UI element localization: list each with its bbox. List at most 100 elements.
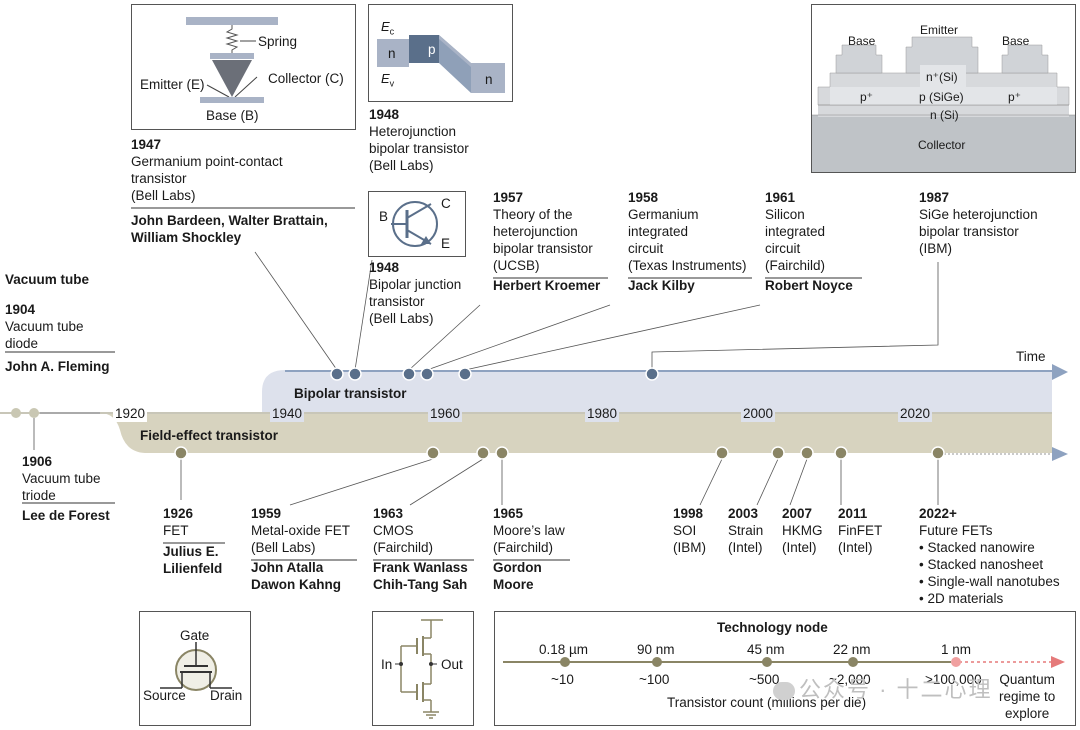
event-1961: 1961 Silicon integrated circuit (Fairchi… xyxy=(765,189,853,294)
event-line: Bipolar junction xyxy=(369,277,462,292)
marker-1926 xyxy=(174,446,188,460)
event-2011: 2011 FinFET (Intel) xyxy=(838,505,882,556)
event-line: (Fairchild) xyxy=(373,540,434,555)
event-line: Germanium point-contact xyxy=(131,154,283,169)
fet-symbol xyxy=(160,642,232,691)
event-line: HKMG xyxy=(782,523,823,538)
marker-2022 xyxy=(931,446,945,460)
event-line: circuit xyxy=(628,241,664,256)
sige-hbt-diagram: Base Emitter Base n⁺(Si) p⁺ p (SiGe) p⁺ … xyxy=(811,4,1076,173)
event-2022: 2022+ Future FETs • Stacked nanowire • S… xyxy=(919,505,1060,607)
technology-node-panel: Technology node 0.18 µm 90 nm 45 nm 22 n… xyxy=(494,611,1076,726)
n-left-label: n xyxy=(388,46,396,61)
event-line: Silicon xyxy=(765,207,805,222)
node-label: 0.18 µm xyxy=(539,642,589,657)
event-person: John Atalla xyxy=(251,560,324,575)
bipolar-arrowhead xyxy=(1052,364,1068,380)
event-line: (IBM) xyxy=(919,241,952,256)
event-line: bipolar transistor xyxy=(493,241,593,256)
event-1963: 1963 CMOS (Fairchild) Frank Wanlass Chih… xyxy=(373,505,468,593)
event-line: (Bell Labs) xyxy=(369,311,434,326)
event-person: Moore xyxy=(493,577,534,592)
bullet-item: • Stacked nanosheet xyxy=(919,557,1044,572)
event-line: bipolar transistor xyxy=(369,141,469,156)
marker-1959 xyxy=(426,446,440,460)
event-line: Future FETs xyxy=(919,523,993,538)
time-label: Time xyxy=(1016,349,1046,364)
event-line: transistor xyxy=(369,294,425,309)
event-person: Robert Noyce xyxy=(765,278,853,293)
event-year: 2007 xyxy=(782,506,813,521)
event-year: 1906 xyxy=(22,454,53,469)
event-line: (IBM) xyxy=(673,540,706,555)
bullet-item: • Stacked nanowire xyxy=(919,540,1035,555)
node-45nm xyxy=(762,657,772,667)
marker-2011 xyxy=(834,446,848,460)
fet-source-label: Source xyxy=(143,688,186,703)
event-line: Vacuum tube xyxy=(22,471,101,486)
year-tick-2020: 2020 xyxy=(898,405,933,422)
cmos-diagram: In Out xyxy=(372,611,474,726)
marker-1947 xyxy=(330,367,344,381)
event-year: 1957 xyxy=(493,190,524,205)
bipolar-band-label: Bipolar transistor xyxy=(294,386,407,401)
point-contact-illustration xyxy=(186,17,278,103)
point-contact-diagram: Spring Emitter (E) Collector (C) Base (B… xyxy=(131,4,356,130)
marker-2007 xyxy=(800,446,814,460)
event-person: Lee de Forest xyxy=(22,508,110,523)
event-line: FinFET xyxy=(838,523,883,538)
event-line: SOI xyxy=(673,523,697,538)
event-1987: 1987 SiGe heterojunction bipolar transis… xyxy=(919,189,1038,257)
event-line: CMOS xyxy=(373,523,414,538)
event-year: 1904 xyxy=(5,302,36,317)
event-line: transistor xyxy=(131,171,187,186)
marker-1958 xyxy=(458,367,472,381)
event-line: circuit xyxy=(765,241,801,256)
count-label: ~10 xyxy=(551,672,574,687)
band-illustration xyxy=(377,35,505,93)
event-line: (Bell Labs) xyxy=(369,158,434,173)
event-line: (Intel) xyxy=(782,540,817,555)
event-line: (Texas Instruments) xyxy=(628,258,747,273)
event-line: heterojunction xyxy=(493,224,578,239)
sige-psige: p (SiGe) xyxy=(919,90,964,104)
event-person: John Bardeen, Walter Brattain, xyxy=(131,213,328,228)
event-line: bipolar transistor xyxy=(919,224,1019,239)
bjt-symbol xyxy=(391,201,438,247)
collector-label: Collector (C) xyxy=(268,71,344,86)
bjt-b-label: B xyxy=(379,209,389,224)
node-label: 1 nm xyxy=(941,642,972,657)
sige-collector: Collector xyxy=(918,138,966,152)
event-line: Germanium xyxy=(628,207,699,222)
event-1948a: 1948 Heterojunction bipolar transistor (… xyxy=(369,106,469,174)
event-line: Moore’s law xyxy=(493,523,565,538)
node-label: 90 nm xyxy=(637,642,675,657)
year-tick-2000: 2000 xyxy=(741,405,776,422)
event-1957: 1957 Theory of the heterojunction bipola… xyxy=(493,189,600,294)
node-label: 45 nm xyxy=(747,642,785,657)
marker-1963 xyxy=(476,446,490,460)
tech-node-scale xyxy=(503,656,1065,668)
event-year: 1965 xyxy=(493,506,524,521)
event-person: Chih-Tang Sah xyxy=(373,577,468,592)
event-1998: 1998 SOI (IBM) xyxy=(673,505,706,556)
event-year: 1948 xyxy=(369,260,400,275)
bipolar-band xyxy=(262,370,1052,413)
n-right-label: n xyxy=(485,72,493,87)
ec-label: Ec xyxy=(381,19,395,37)
event-year: 1961 xyxy=(765,190,796,205)
count-label: >100,000 xyxy=(925,672,982,687)
marker-1957 xyxy=(420,367,434,381)
hbt-band-diagram: Ec Ev n p n xyxy=(368,4,513,102)
event-person: Frank Wanlass xyxy=(373,560,468,575)
event-line: triode xyxy=(22,488,56,503)
fet-gate-label: Gate xyxy=(180,628,210,643)
event-line: integrated xyxy=(765,224,826,239)
event-2003: 2003 Strain (Intel) xyxy=(728,505,763,556)
event-1906: 1906 Vacuum tube triode Lee de Forest xyxy=(22,453,110,524)
vacuum-heading: Vacuum tube xyxy=(5,272,90,287)
event-line: (Fairchild) xyxy=(765,258,826,273)
event-year: 1947 xyxy=(131,137,162,152)
event-person: Lilienfeld xyxy=(163,561,223,576)
